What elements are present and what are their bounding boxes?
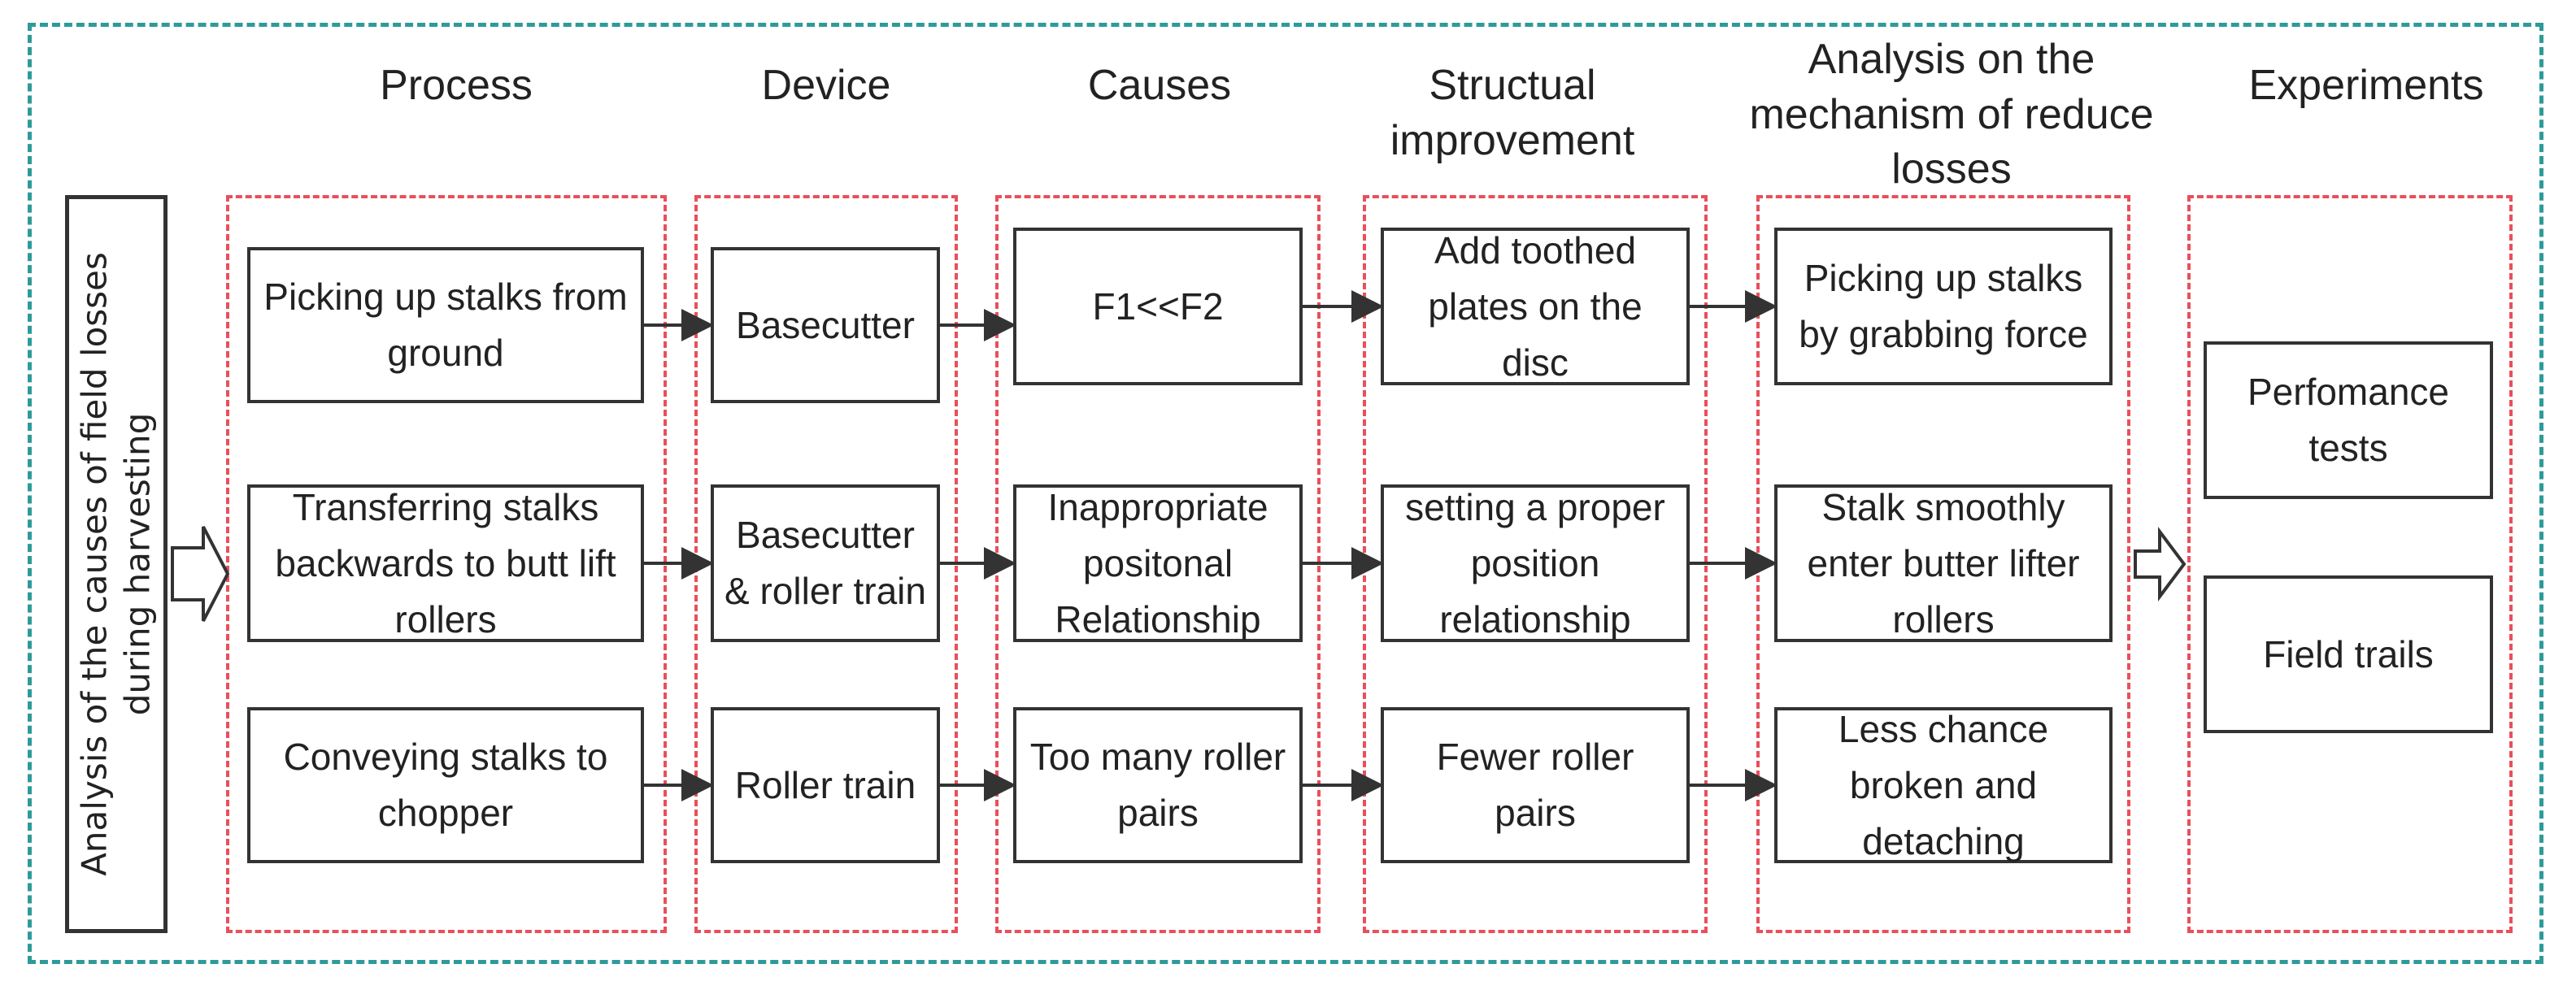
header-causes: Causes [1087, 62, 1232, 109]
outer-frame [28, 23, 2543, 964]
hollow-arrow [2134, 527, 2187, 601]
header-improvement: Structual improvement [1390, 62, 1635, 164]
device-box: Basecutter [711, 247, 940, 403]
side-label-box: Analysis of the causes of field losses d… [65, 195, 168, 933]
improvement-box: Fewer roller pairs [1381, 707, 1690, 863]
experiments-group [2187, 195, 2513, 933]
header-experiments: Experiments [2248, 62, 2484, 109]
process-box: Transferring stalks backwards to butt li… [247, 484, 644, 642]
cause-box: F1<<F2 [1013, 228, 1303, 385]
experiment-box: Field trails [2204, 575, 2493, 733]
header-device: Device [761, 62, 891, 109]
device-box: Roller train [711, 707, 940, 863]
mechanism-box: Less chance broken and detaching [1774, 707, 2113, 863]
device-box: Basecutter & roller train [711, 484, 940, 642]
cause-box: Too many roller pairs [1013, 707, 1303, 863]
process-box: Conveying stalks to chopper [247, 707, 644, 863]
cause-box: Inappropriate positonal Relationship [1013, 484, 1303, 642]
mechanism-box: Picking up stalks by grabbing force [1774, 228, 2113, 385]
hollow-arrow [171, 526, 230, 622]
mechanism-box: Stalk smoothly enter butter lifter rolle… [1774, 484, 2113, 642]
improvement-box: setting a proper position relationship [1381, 484, 1690, 642]
improvement-box: Add toothed plates on the disc [1381, 228, 1690, 385]
experiment-box: Perfomance tests [2204, 341, 2493, 499]
header-process: Process [380, 62, 533, 109]
process-box: Picking up stalks from ground [247, 247, 644, 403]
header-mechanism: Analysis on the mechanism of reduce loss… [1749, 36, 2154, 193]
